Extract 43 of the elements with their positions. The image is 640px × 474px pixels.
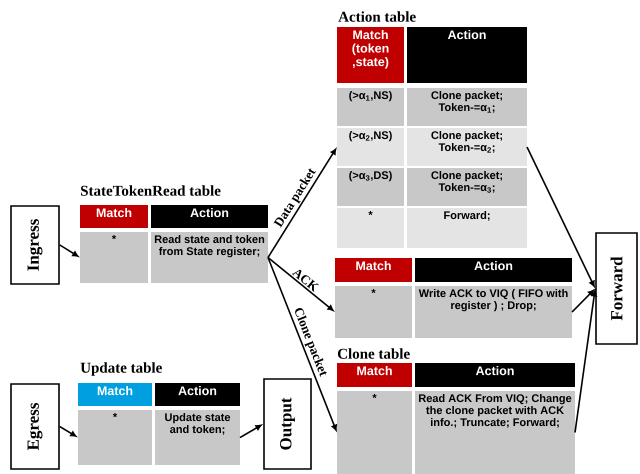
table-cell: * xyxy=(337,208,404,248)
table-cell: Read state and token from State register; xyxy=(151,232,268,283)
arrow xyxy=(267,148,336,258)
arrow xyxy=(526,146,595,287)
stage-box: Output xyxy=(263,378,312,470)
header-cell: Match xyxy=(337,363,412,387)
header-cell: Action xyxy=(407,27,527,83)
table-cell: Forward; xyxy=(407,208,527,248)
table-cell: (>α$_{3}$,DS) xyxy=(337,168,404,206)
table-cell: (>α$_{2}$,NS) xyxy=(337,128,404,166)
table-cell: Read ACK From VIQ; Change the clone packet with ACK info.; Truncate; Forward; xyxy=(415,391,575,474)
arrow xyxy=(267,257,338,431)
header-cell: Action xyxy=(415,258,572,282)
arrow xyxy=(59,426,76,437)
table-title: Action table xyxy=(338,11,416,22)
header-cell: Match xyxy=(78,383,152,406)
stage-box: Egress xyxy=(10,383,60,470)
arrow xyxy=(59,244,78,257)
table-cell: * xyxy=(80,232,148,283)
arrow xyxy=(571,290,594,313)
arrow xyxy=(268,256,334,311)
header-cell: Action xyxy=(155,383,240,406)
table-cell: Clone packet; Token-=α$_{2}$; xyxy=(407,128,527,166)
table-title: Clone table xyxy=(338,348,410,359)
header-cell: Match xyxy=(80,205,148,228)
header-cell: Match (token ,state) xyxy=(337,27,404,83)
table-cell: Clone packet; Token-=α$_{1}$; xyxy=(407,88,527,126)
header-cell: Action xyxy=(415,363,575,387)
table-cell: * xyxy=(335,286,412,338)
table-cell: Update state and token; xyxy=(155,410,240,465)
table-cell: Clone packet; Token-=α$_{3}$; xyxy=(407,168,527,206)
table-cell: * xyxy=(78,410,152,465)
table-title: Update table xyxy=(80,362,162,376)
header-cell: Match xyxy=(335,258,412,282)
arrow xyxy=(574,290,597,433)
table-cell: (>α$_{1}$,NS) xyxy=(337,88,404,126)
table-cell: * xyxy=(337,391,412,474)
table-title: StateTokenRead table xyxy=(81,185,221,196)
stage-box: Forward xyxy=(595,232,638,345)
header-cell: Action xyxy=(151,205,268,228)
table-cell: Write ACK to VIQ ( FIFO with register ) ; Drop; xyxy=(415,286,572,338)
arrow xyxy=(240,424,262,438)
stage-box: Ingress xyxy=(10,205,60,285)
